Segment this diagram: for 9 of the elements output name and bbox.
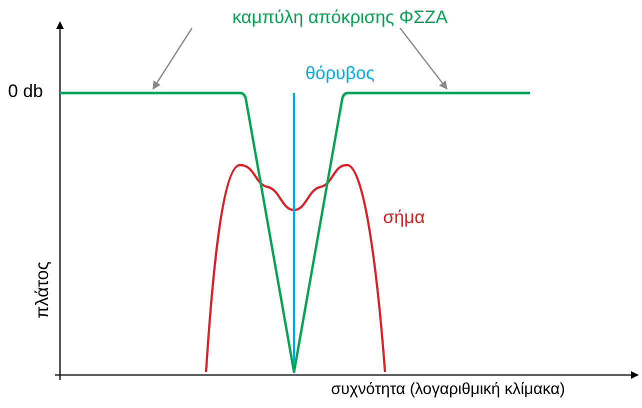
level-label: 0 db (8, 82, 44, 100)
filter-response-curve (60, 92, 530, 374)
curve-title: καμπύλη απόκρισης ΦΣΖΑ (232, 8, 448, 26)
leader-line (399, 28, 448, 90)
y-axis-label: πλάτος (33, 261, 51, 319)
signal-label: σήμα (383, 208, 425, 226)
noise-label: θόρυβος (305, 64, 375, 82)
x-axis-label: συχνότητα (λογαριθμική κλίμακα) (331, 382, 566, 398)
leader-line (152, 28, 193, 90)
